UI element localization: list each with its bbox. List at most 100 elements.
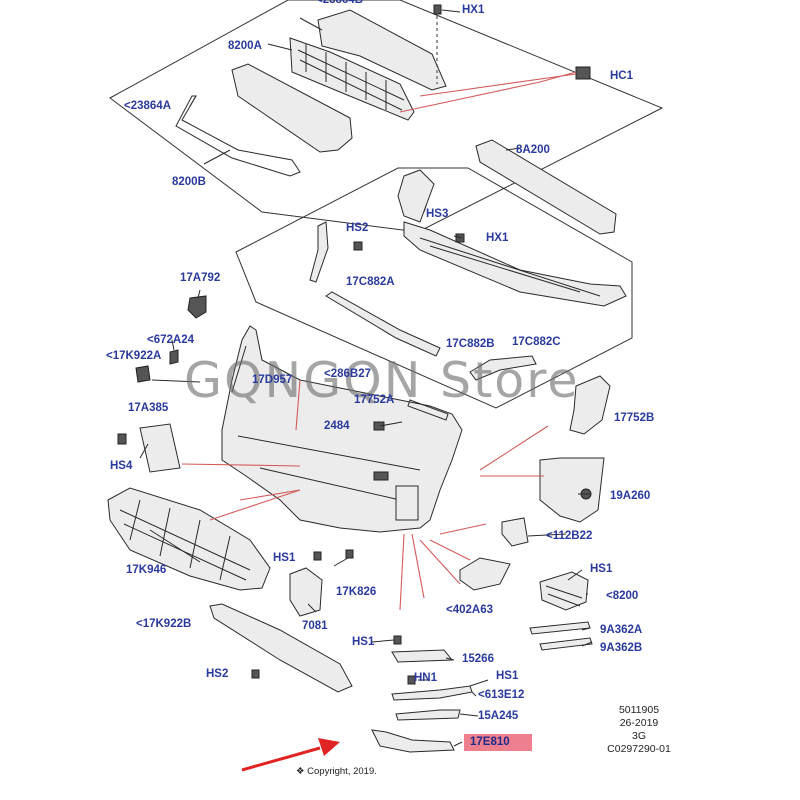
valance-17k922b-part: [209, 603, 353, 693]
callout-17c882c[interactable]: 17C882C: [512, 336, 561, 348]
callout-23864b[interactable]: <23864B: [316, 0, 363, 6]
callout-hc1[interactable]: HC1: [610, 70, 634, 82]
strip-9a362b-part: [539, 637, 593, 651]
callout-7081[interactable]: 7081: [302, 620, 328, 632]
callout-2484[interactable]: 2484: [324, 420, 350, 432]
callout-17c882a[interactable]: 17C882A: [346, 276, 395, 288]
callout-17k826[interactable]: 17K826: [336, 586, 377, 598]
callout-8a200[interactable]: 8A200: [516, 144, 550, 156]
callout-112b22[interactable]: <112B22: [546, 530, 593, 542]
trim-15a245-part: [395, 709, 461, 721]
meta-line-1: 5011905: [618, 704, 660, 716]
middle-group-frame: [235, 167, 633, 409]
red-arrow-shaft: [241, 746, 321, 772]
trim-613e12-part: [391, 685, 473, 701]
diagram-meta: 5011905 26-2019 3G C0297290-01: [594, 704, 684, 756]
grille-8200a-mesh: [297, 44, 405, 111]
screw-hx1-top: [433, 4, 442, 15]
callout-8200a[interactable]: 8200A: [228, 40, 262, 52]
callout-hx1-mid[interactable]: HX1: [486, 232, 509, 244]
callout-8200[interactable]: <8200: [606, 590, 639, 602]
absorber-detail: [419, 237, 601, 297]
callout-613e12[interactable]: <613E12: [478, 689, 525, 701]
grille-8200-side-part: [539, 571, 589, 611]
upper-bracket-part: [317, 9, 447, 91]
callout-hs4[interactable]: HS4: [110, 460, 133, 472]
callout-hs1-d[interactable]: HS1: [496, 670, 519, 682]
bracket-17752a-part: [407, 399, 449, 421]
strip-9a362a-part: [529, 621, 591, 635]
callout-9a362b[interactable]: 9A362B: [600, 642, 643, 654]
side-trim-19a260-part: [539, 457, 605, 523]
upper-group-frame: [109, 0, 664, 233]
callout-hs3[interactable]: HS3: [426, 208, 449, 220]
screw-hs2-lower: [251, 669, 260, 679]
trim-15266-part: [391, 649, 454, 663]
lower-grille-17k946-part: [107, 487, 271, 591]
screw-hs1-c: [393, 635, 402, 645]
callout-17k946[interactable]: 17K946: [126, 564, 167, 576]
bumper-vent: [395, 485, 419, 521]
copyright-text: ❖ Copyright, 2019.: [296, 766, 377, 777]
nut-hn1: [407, 675, 416, 685]
meta-line-2: 26-2019: [619, 717, 659, 729]
bumper-hole: [373, 471, 389, 481]
callout-8200b[interactable]: 8200B: [172, 176, 206, 188]
callout-17a385[interactable]: 17A385: [128, 402, 169, 414]
callout-17c882b[interactable]: 17C882B: [446, 338, 495, 350]
red-leader-lines: [181, 379, 549, 611]
clip-17k826: [345, 549, 354, 559]
meta-line-4: C0297290-01: [607, 743, 671, 755]
callout-hs1-b[interactable]: HS1: [590, 563, 613, 575]
screw-hs1-a: [313, 551, 322, 561]
callout-17d957[interactable]: 17D957: [252, 374, 293, 386]
clip-672a24-part: [169, 349, 179, 365]
callout-19a260[interactable]: 19A260: [610, 490, 651, 502]
grille-8200-side-mesh: [545, 585, 583, 607]
grille-8200a-part: [289, 37, 415, 121]
callout-15a245[interactable]: 15A245: [478, 710, 519, 722]
callout-17752b[interactable]: 17752B: [614, 412, 655, 424]
callout-17k922b[interactable]: <17K922B: [136, 618, 192, 630]
meta-line-3: 3G: [631, 730, 646, 742]
callout-17752a[interactable]: 17752A: [354, 394, 395, 406]
clip-hc1-part: [575, 66, 591, 80]
callout-402a63[interactable]: <402A63: [446, 604, 493, 616]
callout-286b27[interactable]: <286B27: [324, 368, 371, 380]
bracket-17752b-part: [569, 375, 611, 435]
clip-17k922a-part: [135, 365, 151, 383]
callout-17e810[interactable]: 17E810: [464, 734, 532, 751]
trim-17e810-part: [371, 729, 455, 753]
callout-hs1-c[interactable]: HS1: [352, 636, 375, 648]
black-leader-lines: [139, 9, 593, 747]
callout-hs2-lower[interactable]: HS2: [206, 668, 229, 680]
bracket-112b22-part: [501, 517, 529, 547]
bracket-17a792-part: [187, 295, 207, 319]
callout-17k922a[interactable]: <17K922A: [106, 350, 162, 362]
bracket-hs3-part: [397, 169, 435, 223]
trim-17c882c-part: [469, 355, 537, 381]
bracket-7081-part: [289, 567, 323, 617]
screw-hs4: [117, 433, 127, 445]
callout-15266[interactable]: 15266: [462, 653, 494, 665]
callout-9a362a[interactable]: 9A362A: [600, 624, 643, 636]
hc1-leaders: [399, 71, 577, 113]
callout-hs2-upper[interactable]: HS2: [346, 222, 369, 234]
trim-17c882a-part: [309, 221, 329, 283]
grille-surround-part: [231, 63, 353, 153]
callout-hx1-top[interactable]: HX1: [462, 4, 485, 16]
callout-17a792[interactable]: 17A792: [180, 272, 221, 284]
red-arrow-head: [318, 738, 340, 756]
reinforcement-8a200-part: [475, 139, 617, 235]
callout-hn1[interactable]: HN1: [414, 672, 438, 684]
bumper-cover-part: [221, 325, 463, 533]
absorber-part: [403, 221, 627, 307]
callout-23864a[interactable]: <23864A: [124, 100, 171, 112]
callout-672a24[interactable]: <672A24: [147, 334, 194, 346]
part-2484-plug: [373, 421, 385, 431]
plate-bracket-17a385-part: [139, 423, 181, 473]
trim-17c882b-part: [325, 291, 441, 357]
callout-hs1-a[interactable]: HS1: [273, 552, 296, 564]
